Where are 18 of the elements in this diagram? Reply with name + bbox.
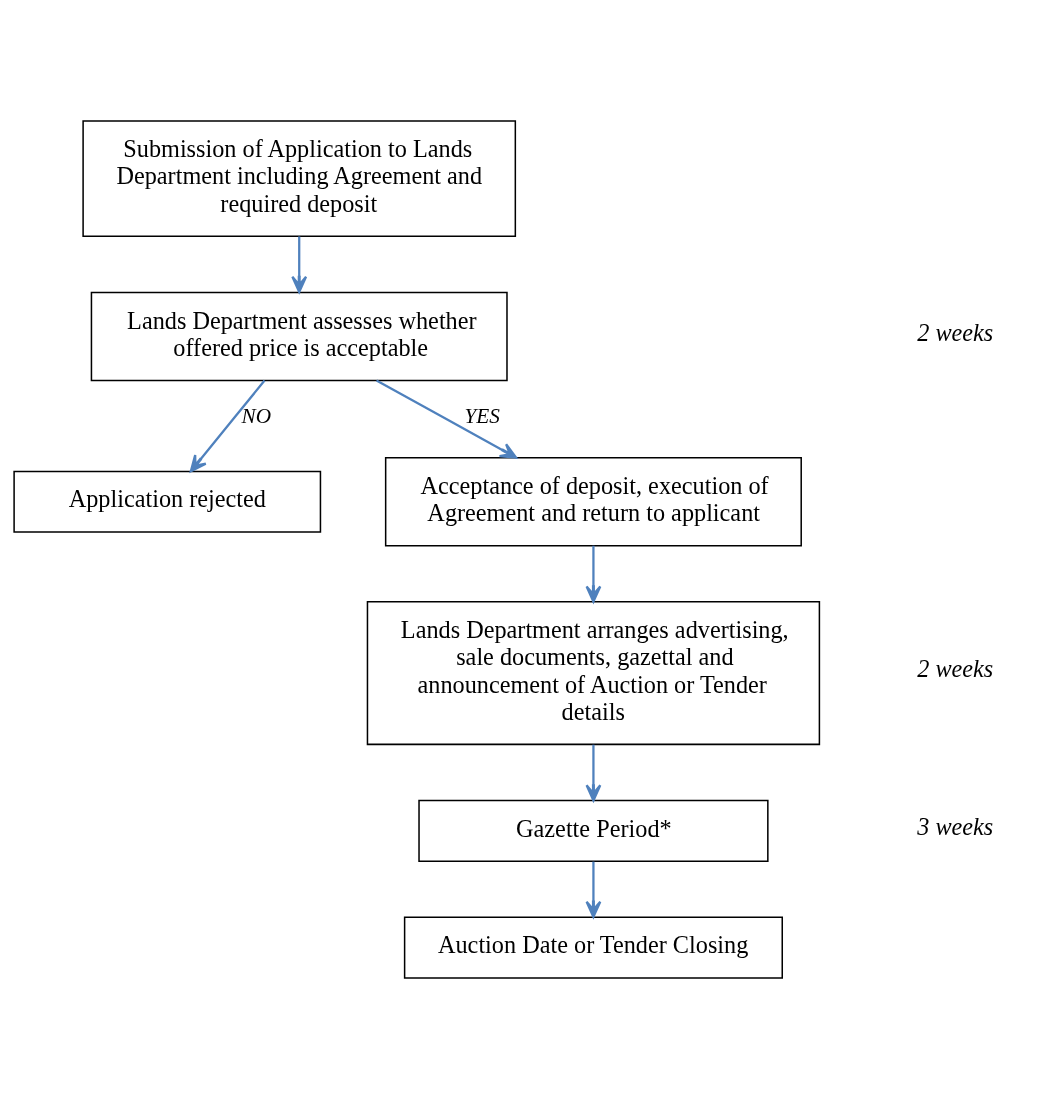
edge-label: NO	[241, 404, 272, 429]
arrow	[585, 545, 602, 603]
arrow	[375, 379, 518, 459]
label: 2 weeks	[917, 655, 994, 683]
edge-label: YES	[464, 404, 500, 429]
arrow	[291, 236, 308, 294]
arrow	[189, 379, 266, 473]
node-box: Application rejected	[13, 470, 322, 533]
node-box: Acceptance of deposit, execution of Agreement and return to applicant	[384, 457, 802, 547]
node-box: Submission of Application to Lands Department including Agreement and required deposit	[82, 120, 517, 238]
node-box: Lands Department assesses whether offered price is acceptable	[90, 291, 508, 382]
arrow	[585, 861, 602, 919]
node-box: Auction Date or Tender Closing	[403, 916, 783, 979]
label: 2 weeks	[917, 318, 994, 346]
label: 3 weeks	[917, 813, 994, 841]
node-box: Gazette Period*	[418, 799, 769, 862]
arrow	[585, 744, 602, 802]
node-box: Lands Department arranges advertising, sale documents, gazettal and announcement of Auction or Tender details	[366, 601, 821, 746]
